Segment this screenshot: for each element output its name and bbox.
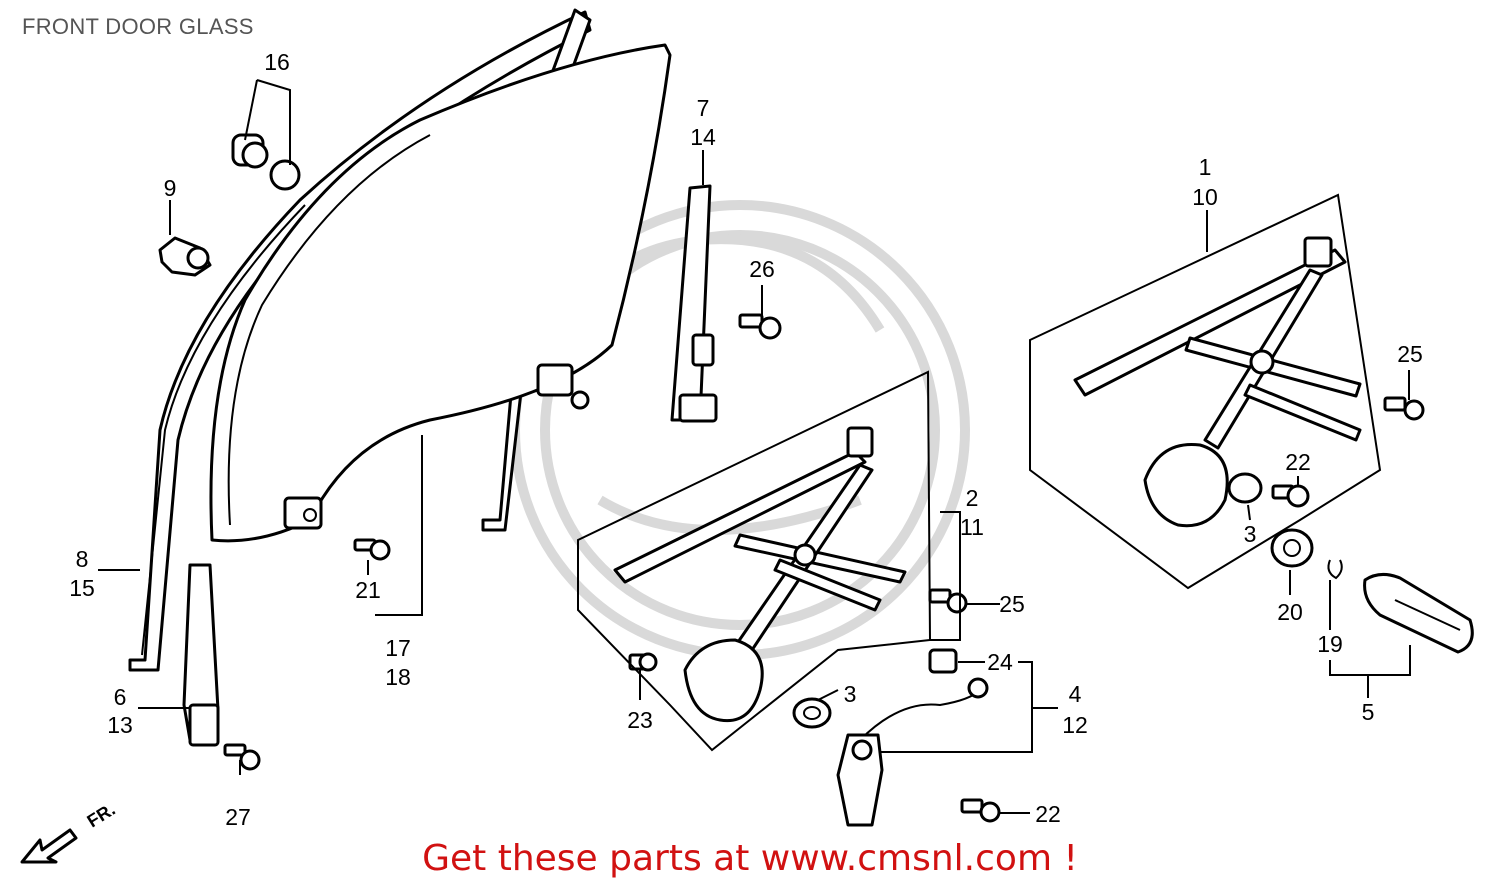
regulator-lower-frame — [577, 370, 932, 752]
bolt-21[interactable] — [353, 538, 391, 561]
callout-1[interactable]: 1 — [1199, 154, 1212, 180]
callout-24[interactable]: 24 — [987, 649, 1013, 675]
callout-17[interactable]: 17 — [385, 635, 411, 661]
callout-9[interactable]: 9 — [164, 175, 177, 201]
bolt-26[interactable] — [738, 313, 782, 340]
bolt-27[interactable] — [223, 743, 261, 771]
bolt-25-upper[interactable] — [1383, 396, 1425, 421]
washer-20[interactable] — [1270, 528, 1314, 568]
rear-lower-channel[interactable] — [670, 184, 718, 423]
window-regulator-upper[interactable] — [1073, 236, 1362, 528]
callout-10[interactable]: 10 — [1192, 184, 1218, 210]
regulator-upper-frame — [1029, 193, 1382, 590]
leader-lines — [98, 79, 1411, 814]
callout-2[interactable]: 2 — [966, 485, 979, 511]
spring-cover-3-lower[interactable] — [792, 697, 832, 729]
front-direction-label: FR. — [84, 799, 119, 831]
callout-4[interactable]: 4 — [1069, 681, 1082, 707]
door-glass[interactable] — [209, 43, 672, 543]
callout-21[interactable]: 21 — [355, 577, 381, 603]
bolt-25-lower[interactable] — [928, 588, 968, 614]
callout-25-upper[interactable]: 25 — [1397, 341, 1423, 367]
callout-labels: 16 9 8 15 6 13 27 21 17 18 7 14 26 2 11 … — [69, 49, 1423, 830]
clip-9[interactable] — [158, 236, 212, 277]
callout-8[interactable]: 8 — [76, 546, 89, 572]
page-title: FRONT DOOR GLASS — [22, 14, 254, 39]
clip-cap-16[interactable] — [231, 133, 301, 191]
callout-5[interactable]: 5 — [1362, 699, 1375, 725]
callout-3-upper[interactable]: 3 — [1244, 521, 1257, 547]
callout-18[interactable]: 18 — [385, 664, 411, 690]
window-crank-handle[interactable] — [1363, 573, 1474, 654]
callout-16[interactable]: 16 — [264, 49, 290, 75]
callout-22-lower[interactable]: 22 — [1035, 801, 1061, 827]
regulator-motor[interactable] — [836, 648, 989, 827]
callout-12[interactable]: 12 — [1062, 712, 1088, 738]
callout-14[interactable]: 14 — [690, 124, 716, 150]
callout-6[interactable]: 6 — [114, 684, 127, 710]
window-regulator-lower[interactable] — [613, 426, 907, 723]
bolt-23[interactable] — [628, 652, 658, 672]
callout-20[interactable]: 20 — [1277, 599, 1303, 625]
glass-bracket-front[interactable] — [283, 496, 323, 530]
glass-bracket-rear[interactable] — [536, 363, 590, 410]
callout-15[interactable]: 15 — [69, 575, 95, 601]
cmsnl-link[interactable]: Get these parts at www.cmsnl.com ! — [422, 838, 1078, 879]
callout-7[interactable]: 7 — [697, 95, 710, 121]
door-sash-channel[interactable] — [128, 10, 592, 672]
callout-22-upper[interactable]: 22 — [1285, 449, 1311, 475]
callout-3-lower[interactable]: 3 — [844, 681, 857, 707]
spring-cover-3-upper[interactable] — [1227, 472, 1263, 504]
callout-19[interactable]: 19 — [1317, 631, 1343, 657]
callout-23[interactable]: 23 — [627, 707, 653, 733]
front-lower-channel[interactable] — [182, 563, 220, 747]
bolt-22-upper[interactable] — [1271, 484, 1310, 508]
callout-26[interactable]: 26 — [749, 256, 775, 282]
callout-27[interactable]: 27 — [225, 804, 251, 830]
bolt-22-lower[interactable] — [960, 798, 1001, 823]
callout-11[interactable]: 11 — [960, 514, 984, 540]
callout-13[interactable]: 13 — [107, 712, 133, 738]
clip-19[interactable] — [1327, 559, 1343, 580]
callout-25-lower[interactable]: 25 — [999, 591, 1025, 617]
